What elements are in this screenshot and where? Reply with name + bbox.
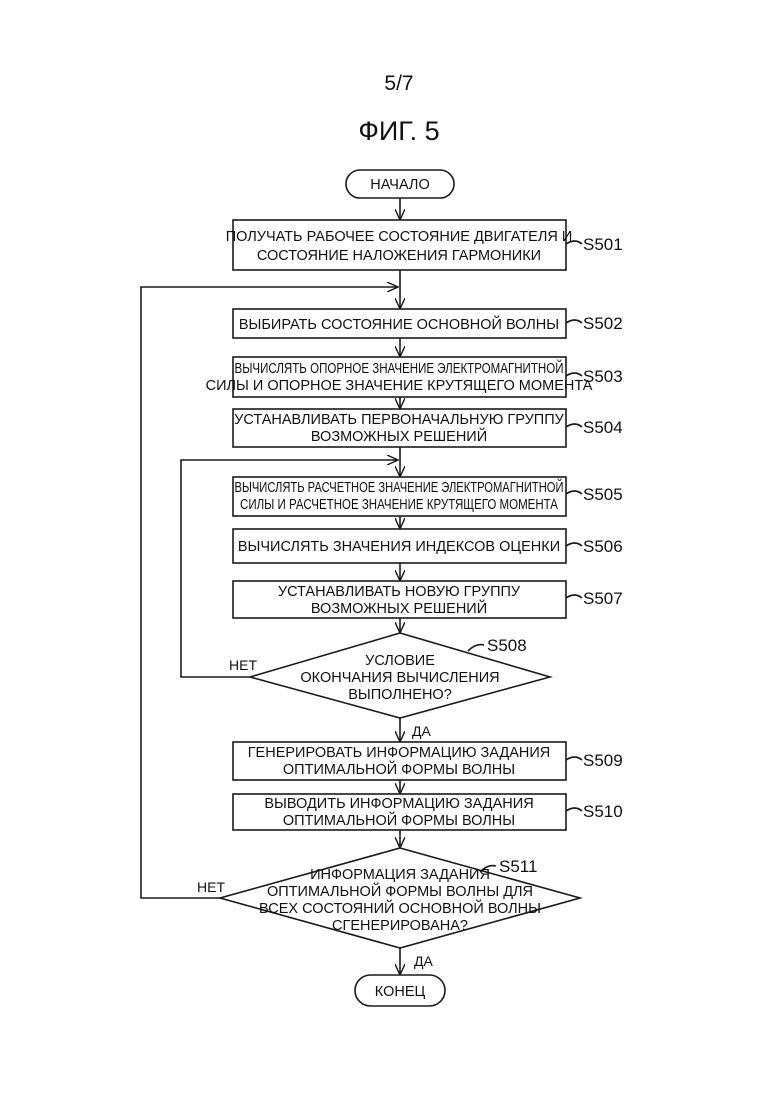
- decision-s508-yes: ДА: [412, 723, 431, 739]
- step-s510-line2: ОПТИМАЛЬНОЙ ФОРМЫ ВОЛНЫ: [283, 811, 515, 829]
- decision-s508-no: НЕТ: [229, 657, 257, 673]
- step-s506-leader: [566, 543, 582, 546]
- step-s510-leader: [566, 808, 582, 811]
- step-s502-leader: [566, 320, 582, 323]
- decision-s511-line1: ИНФОРМАЦИЯ ЗАДАНИЯ: [310, 867, 490, 883]
- decision-s508-label: S508: [487, 636, 527, 655]
- step-s503-label: S503: [583, 367, 623, 386]
- decision-s511-no: НЕТ: [197, 879, 225, 895]
- step-s507-line1: УСТАНАВЛИВАТЬ НОВУЮ ГРУППУ: [278, 584, 521, 600]
- step-s509-line1: ГЕНЕРИРОВАТЬ ИНФОРМАЦИЮ ЗАДАНИЯ: [248, 745, 551, 761]
- step-s510-label: S510: [583, 802, 623, 821]
- step-s503-leader: [566, 373, 582, 376]
- step-s501-line2: СОСТОЯНИЕ НАЛОЖЕНИЯ ГАРМОНИКИ: [257, 248, 541, 264]
- step-s510-line1: ВЫВОДИТЬ ИНФОРМАЦИЮ ЗАДАНИЯ: [264, 796, 533, 812]
- step-s507-label: S507: [583, 589, 623, 608]
- step-s503-line1: ВЫЧИСЛЯТЬ ОПОРНОЕ ЗНАЧЕНИЕ ЭЛЕКТРОМАГНИТ…: [235, 359, 564, 377]
- step-s507-line2: ВОЗМОЖНЫХ РЕШЕНИЙ: [311, 599, 487, 617]
- end-label: КОНЕЦ: [375, 984, 426, 1000]
- step-s509-leader: [566, 757, 582, 760]
- step-s502-label: S502: [583, 314, 623, 333]
- page-number: 5/7: [384, 72, 413, 95]
- step-s504-line2: ВОЗМОЖНЫХ РЕШЕНИЙ: [311, 427, 487, 445]
- step-s506-line1: ВЫЧИСЛЯТЬ ЗНАЧЕНИЯ ИНДЕКСОВ ОЦЕНКИ: [238, 539, 560, 555]
- decision-s511-label: S511: [499, 857, 537, 876]
- decision-s511-line2: ОПТИМАЛЬНОЙ ФОРМЫ ВОЛНЫ ДЛЯ: [267, 882, 533, 900]
- step-s505-line2: СИЛЫ И РАСЧЕТНОЕ ЗНАЧЕНИЕ КРУТЯЩЕГО МОМЕ…: [240, 497, 558, 513]
- decision-s508-line1: УСЛОВИЕ: [365, 653, 435, 669]
- decision-s508-leader: [468, 645, 484, 651]
- step-s502-line1: ВЫБИРАТЬ СОСТОЯНИЕ ОСНОВНОЙ ВОЛНЫ: [239, 315, 559, 333]
- step-s505-label: S505: [583, 485, 623, 504]
- step-s507-leader: [566, 595, 582, 598]
- step-s506-label: S506: [583, 537, 623, 556]
- decision-s511-line4: СГЕНЕРИРОВАНА?: [332, 918, 468, 934]
- step-s505-line1: ВЫЧИСЛЯТЬ РАСЧЕТНОЕ ЗНАЧЕНИЕ ЭЛЕКТРОМАГН…: [235, 478, 564, 496]
- decision-s511-yes: ДА: [414, 953, 433, 969]
- start-label: НАЧАЛО: [370, 177, 429, 193]
- step-s504-line1: УСТАНАВЛИВАТЬ ПЕРВОНАЧАЛЬНУЮ ГРУППУ: [234, 412, 565, 428]
- step-s501-line1: ПОЛУЧАТЬ РАБОЧЕЕ СОСТОЯНИЕ ДВИГАТЕЛЯ И: [226, 229, 573, 245]
- step-s503-line2: СИЛЫ И ОПОРНОЕ ЗНАЧЕНИЕ КРУТЯЩЕГО МОМЕНТ…: [206, 378, 593, 394]
- step-s509-line2: ОПТИМАЛЬНОЙ ФОРМЫ ВОЛНЫ: [283, 760, 515, 778]
- step-s504-label: S504: [583, 418, 623, 437]
- step-s501-label: S501: [583, 235, 623, 254]
- figure-title: ФИГ. 5: [358, 116, 439, 146]
- step-s504-leader: [566, 424, 582, 427]
- decision-s508-line3: ВЫПОЛНЕНО?: [348, 687, 452, 703]
- step-s505-leader: [566, 491, 582, 494]
- decision-s511-line3: ВСЕХ СОСТОЯНИЙ ОСНОВНОЙ ВОЛНЫ: [259, 899, 541, 917]
- decision-s508-line2: ОКОНЧАНИЯ ВЫЧИСЛЕНИЯ: [300, 670, 499, 686]
- step-s509-label: S509: [583, 751, 623, 770]
